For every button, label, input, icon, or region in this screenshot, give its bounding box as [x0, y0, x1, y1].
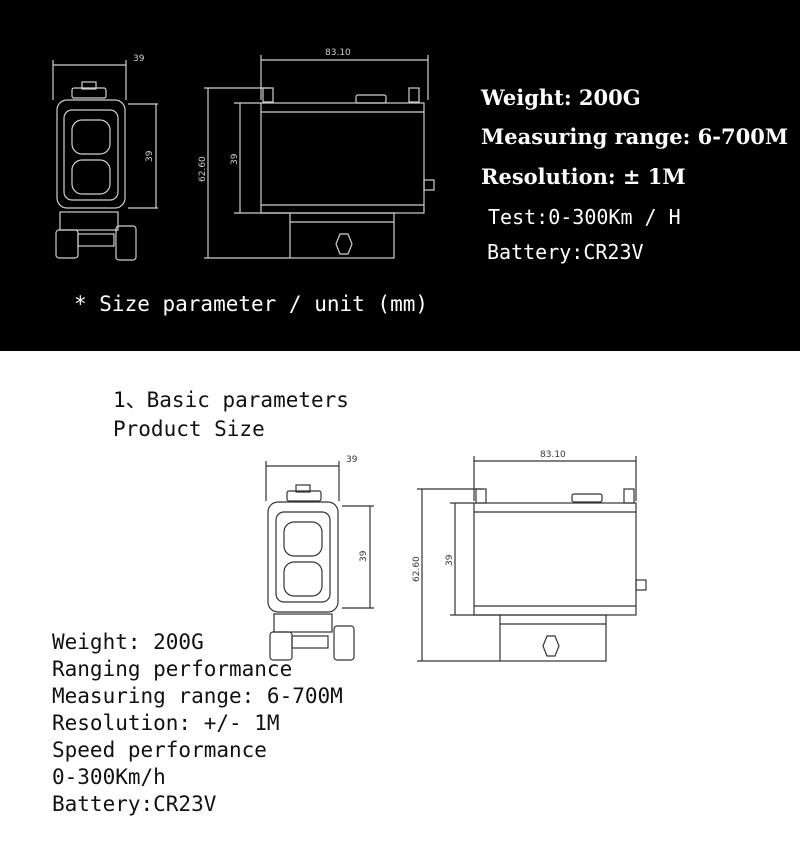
top-spec-battery: Battery:CR23V [487, 240, 644, 264]
bottom-total-height-dim-label: 62.60 [412, 556, 422, 582]
bottom-spec-list: Weight: 200G Ranging performance Measuri… [52, 629, 343, 818]
spec-ranging-performance: Ranging performance [52, 657, 293, 681]
bottom-width-dim-label: 39 [346, 455, 358, 465]
top-spec-range: Measuring range: 6-700M [481, 124, 789, 149]
top-spec-panel: 39 39 83.10 [0, 0, 800, 351]
spec-speed-performance: Speed performance [52, 738, 267, 762]
bottom-side-view: 83.10 62.60 39 [412, 450, 647, 662]
top-spec-resolution: Resolution: ± 1M [481, 164, 686, 189]
section-heading: 1、Basic parameters [113, 388, 349, 412]
bottom-front-view: 39 39 [265, 455, 374, 661]
top-mid-height-dim-label: 39 [230, 153, 240, 165]
top-side-view: 83.10 62.60 39 [198, 48, 435, 259]
top-height-dim-label: 39 [145, 150, 155, 162]
top-front-view: 39 39 [52, 54, 158, 261]
bottom-spec-panel: 1、Basic parameters Product Size 39 39 [0, 351, 800, 847]
bottom-length-dim-label: 83.10 [540, 450, 566, 460]
bottom-mid-height-dim-label: 39 [445, 554, 455, 566]
bottom-height-dim-label: 39 [359, 550, 369, 562]
spec-battery: Battery:CR23V [52, 792, 217, 816]
size-unit-note: * Size parameter / unit (mm) [74, 292, 429, 316]
spec-weight: Weight: 200G [52, 630, 204, 654]
top-spec-test: Test:0-300Km / H [488, 205, 681, 229]
top-total-height-dim-label: 62.60 [198, 156, 208, 182]
bottom-dimension-drawing: 39 39 83.10 [265, 450, 647, 662]
top-length-dim-label: 83.10 [325, 48, 351, 58]
top-spec-weight: Weight: 200G [481, 85, 641, 110]
top-width-dim-label: 39 [133, 54, 145, 64]
section-subheading: Product Size [113, 417, 265, 441]
spec-speed-range: 0-300Km/h [52, 765, 166, 789]
spec-measuring-range: Measuring range: 6-700M [52, 684, 343, 708]
top-dimension-drawing: 39 39 83.10 [52, 48, 435, 261]
spec-resolution: Resolution: +/- 1M [52, 711, 280, 735]
